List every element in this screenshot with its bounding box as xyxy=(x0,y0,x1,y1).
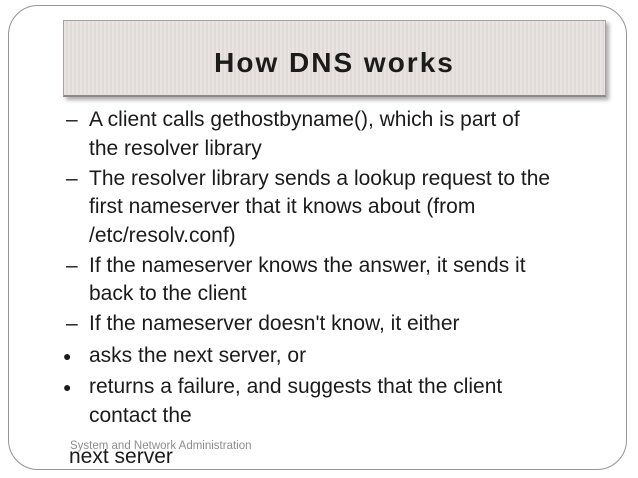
bullet-text: The resolver library sends a lookup requ… xyxy=(89,166,551,247)
dot-bullet-icon: ● xyxy=(63,379,72,395)
footer-text: System and Network Administration xyxy=(70,440,252,452)
bullet-item: – A client calls gethostbyname(), which … xyxy=(9,106,620,163)
dot-bullet-icon: ● xyxy=(63,347,72,364)
bullet-item: ● returns a failure, and suggests that t… xyxy=(9,373,620,430)
dash-bullet-icon: – xyxy=(66,253,78,277)
bullet-item: – The resolver library sends a lookup re… xyxy=(9,165,620,251)
bullet-item: – If the nameserver knows the answer, it… xyxy=(9,252,620,309)
slide-title-box: How DNS works xyxy=(63,20,606,97)
bullet-text: If the nameserver doesn't know, it eithe… xyxy=(89,312,460,335)
slide-title: How DNS works xyxy=(214,47,455,78)
dash-bullet-icon: – xyxy=(66,108,78,131)
bullet-list: – A client calls gethostbyname(), which … xyxy=(9,106,620,432)
bullet-text: A client calls gethostbyname(), which is… xyxy=(89,108,520,160)
bullet-text: If the nameserver knows the answer, it s… xyxy=(89,253,526,306)
bullet-item: ● asks the next server, or xyxy=(9,342,620,371)
overflow-continuation-text: next server xyxy=(69,445,173,468)
slide-frame: How DNS works – A client calls gethostby… xyxy=(8,5,627,470)
dash-bullet-icon: – xyxy=(66,312,78,335)
bullet-text: asks the next server, or xyxy=(89,343,307,367)
dash-bullet-icon: – xyxy=(66,166,78,190)
bullet-item: – If the nameserver doesn't know, it eit… xyxy=(9,310,620,339)
bullet-text: returns a failure, and suggests that the… xyxy=(89,375,503,427)
